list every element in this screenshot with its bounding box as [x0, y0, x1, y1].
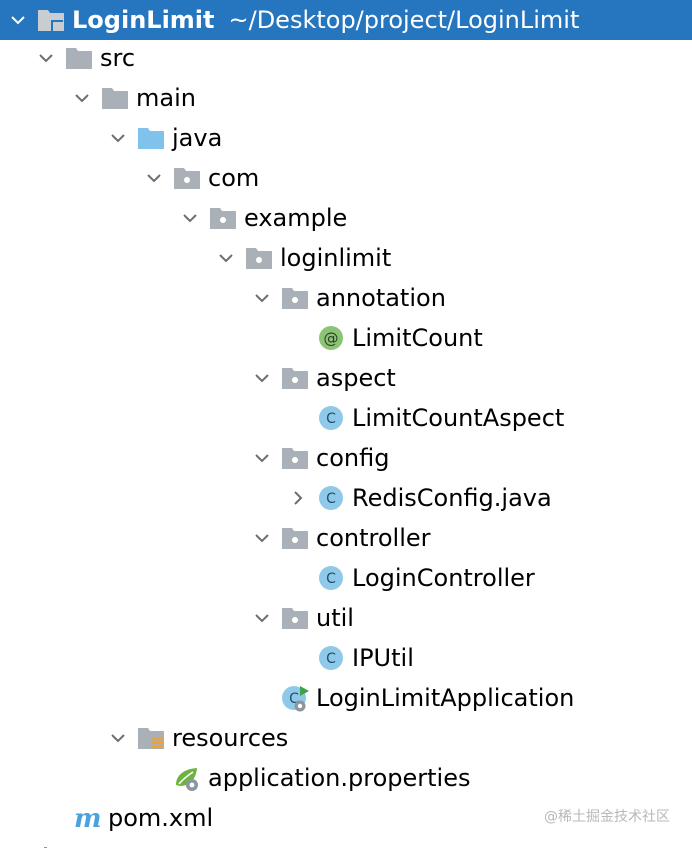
tree-item-label: com — [208, 164, 260, 192]
tree-item-login-limit-application[interactable]: C LoginLimitApplication — [0, 678, 692, 718]
chevron-right-icon[interactable] — [280, 478, 316, 518]
project-root-row[interactable]: LoginLimit ~/Desktop/project/LoginLimit — [0, 0, 692, 40]
tree-item-src[interactable]: src — [0, 38, 692, 78]
tree-item-annotation[interactable]: annotation — [0, 278, 692, 318]
tree-item-resources[interactable]: resources — [0, 718, 692, 758]
package-icon — [280, 278, 316, 318]
folder-icon — [64, 38, 100, 78]
package-icon — [172, 158, 208, 198]
class-icon: C — [316, 398, 352, 438]
folder-icon — [100, 78, 136, 118]
package-icon — [280, 438, 316, 478]
tree-item-label: config — [316, 444, 390, 472]
annotation-type-icon: @ — [316, 318, 352, 358]
tree-item-label: pom.xml — [108, 804, 214, 832]
source-folder-icon — [136, 118, 172, 158]
package-icon — [208, 198, 244, 238]
tree-item-redis-config[interactable]: C RedisConfig.java — [0, 478, 692, 518]
project-folder-icon — [36, 0, 72, 40]
svg-text:m: m — [74, 804, 102, 833]
chevron-down-icon[interactable] — [244, 598, 280, 638]
tree-item-label: RedisConfig.java — [352, 484, 552, 512]
tree-item-label: loginlimit — [280, 244, 392, 272]
spring-boot-application-icon: C — [280, 678, 316, 718]
tree-item-label: util — [316, 604, 354, 632]
tree-item-com[interactable]: com — [0, 158, 692, 198]
tree-item-limit-count-aspect[interactable]: C LimitCountAspect — [0, 398, 692, 438]
tree-item-label: resources — [172, 724, 289, 752]
tree-item-config[interactable]: config — [0, 438, 692, 478]
tree-item-limit-count[interactable]: @ LimitCount — [0, 318, 692, 358]
chevron-down-icon[interactable] — [28, 38, 64, 78]
maven-icon: m — [72, 798, 108, 838]
chevron-down-icon[interactable] — [244, 518, 280, 558]
chevron-down-icon[interactable] — [244, 358, 280, 398]
tree-item-label: aspect — [316, 364, 396, 392]
package-icon — [280, 358, 316, 398]
tree-item-application-properties[interactable]: application.properties — [0, 758, 692, 798]
watermark: @稀土掘金技术社区 — [544, 809, 670, 825]
class-icon: C — [316, 478, 352, 518]
tree-item-label: LoginController — [352, 564, 535, 592]
tree-item-label: LimitCountAspect — [352, 404, 565, 432]
next-row-peek — [0, 840, 692, 848]
svg-text:C: C — [326, 651, 336, 667]
tree-item-label: annotation — [316, 284, 446, 312]
chevron-down-icon[interactable] — [64, 78, 100, 118]
spring-properties-file-icon — [172, 758, 208, 798]
svg-text:C: C — [326, 571, 336, 587]
tree-item-label: src — [100, 44, 136, 72]
package-icon — [280, 598, 316, 638]
resources-folder-icon — [136, 718, 172, 758]
package-icon — [280, 518, 316, 558]
tree-item-label: IPUtil — [352, 644, 414, 672]
chevron-down-icon[interactable] — [0, 0, 36, 40]
chevron-down-icon[interactable] — [244, 278, 280, 318]
tree-item-pom[interactable]: m pom.xml — [0, 798, 692, 838]
project-name: LoginLimit — [72, 6, 215, 34]
tree-item-java[interactable]: java — [0, 118, 692, 158]
tree-item-example[interactable]: example — [0, 198, 692, 238]
class-icon: C — [316, 638, 352, 678]
tree-item-login-controller[interactable]: C LoginController — [0, 558, 692, 598]
chevron-down-icon[interactable] — [136, 158, 172, 198]
tree-item-util[interactable]: util — [0, 598, 692, 638]
tree-item-label: LoginLimitApplication — [316, 684, 575, 712]
svg-text:C: C — [326, 411, 336, 427]
tree-item-label: java — [172, 124, 223, 152]
tree-item-aspect[interactable]: aspect — [0, 358, 692, 398]
chevron-down-icon[interactable] — [100, 718, 136, 758]
tree-item-ip-util[interactable]: C IPUtil — [0, 638, 692, 678]
chevron-down-icon[interactable] — [208, 238, 244, 278]
project-path: ~/Desktop/project/LoginLimit — [228, 6, 580, 34]
svg-text:C: C — [289, 691, 299, 707]
tree-item-label: main — [136, 84, 196, 112]
svg-text:@: @ — [324, 330, 339, 348]
tree-item-label: example — [244, 204, 348, 232]
tree-item-main[interactable]: main — [0, 78, 692, 118]
chevron-down-icon[interactable] — [100, 118, 136, 158]
chevron-down-icon[interactable] — [244, 438, 280, 478]
svg-text:C: C — [326, 491, 336, 507]
tree-item-label: LimitCount — [352, 324, 483, 352]
tree-item-loginlimit[interactable]: loginlimit — [0, 238, 692, 278]
tree-item-controller[interactable]: controller — [0, 518, 692, 558]
tree-item-label: application.properties — [208, 764, 471, 792]
package-icon — [244, 238, 280, 278]
chevron-down-icon[interactable] — [172, 198, 208, 238]
tree-item-label: controller — [316, 524, 431, 552]
class-icon: C — [316, 558, 352, 598]
